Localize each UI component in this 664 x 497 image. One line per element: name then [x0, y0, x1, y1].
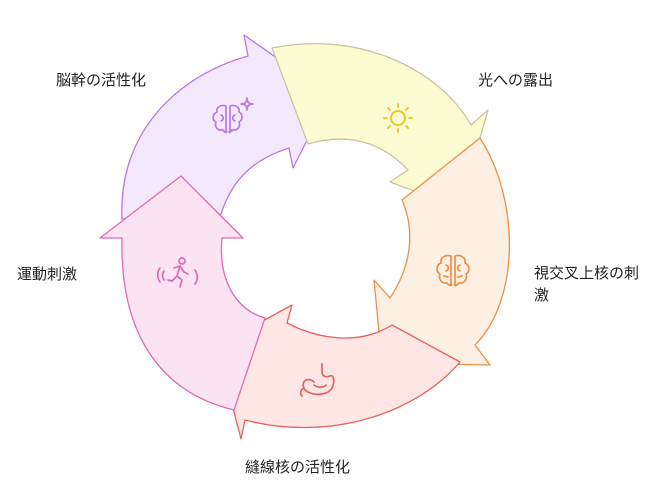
label-brainstem-activation: 脳幹の活性化 [56, 71, 147, 89]
label-light-exposure: 光への露出 [478, 71, 554, 89]
stomach-icon [299, 363, 335, 397]
running-person-icon [156, 257, 199, 288]
segment-light-exposure [271, 43, 489, 209]
brain-icon [436, 254, 470, 287]
segment-scn-stimulation [373, 137, 511, 366]
brain-sparkle-icon [212, 97, 254, 134]
label-raphe-activation: 縫線核の活性化 [245, 458, 351, 476]
label-scn-stimulation: 視交叉上核の刺激 [534, 264, 640, 304]
segment-raphe-activation [216, 304, 461, 440]
segment-motor-stimulation [99, 175, 266, 411]
label-motor-stimulation: 運動刺激 [17, 265, 78, 283]
sun-icon [383, 103, 413, 133]
